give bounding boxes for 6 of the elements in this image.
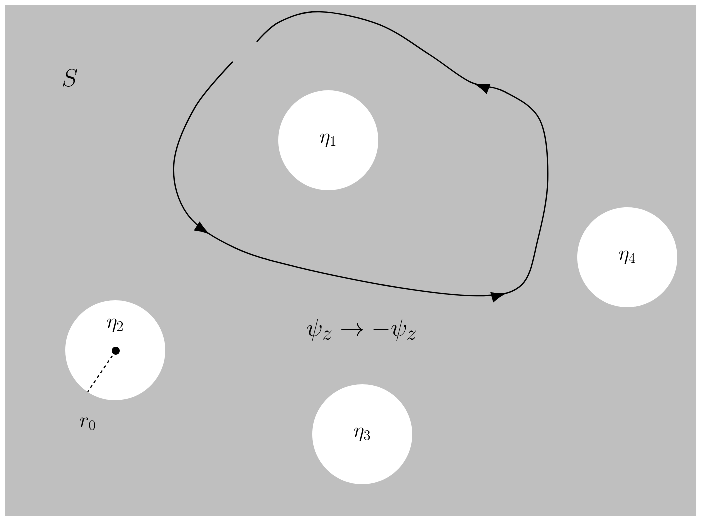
hole-disk: $\eta_2$ [66,300,166,400]
formula-label: $\psi_z \to -\psi_z$ [307,319,416,342]
hole-disk: $\eta_4$ [578,208,678,308]
hole-disk: $\eta_1$ [278,90,378,190]
radius-label: $r_0$ [80,418,96,430]
hole-disk: $\eta_3$ [312,384,412,484]
